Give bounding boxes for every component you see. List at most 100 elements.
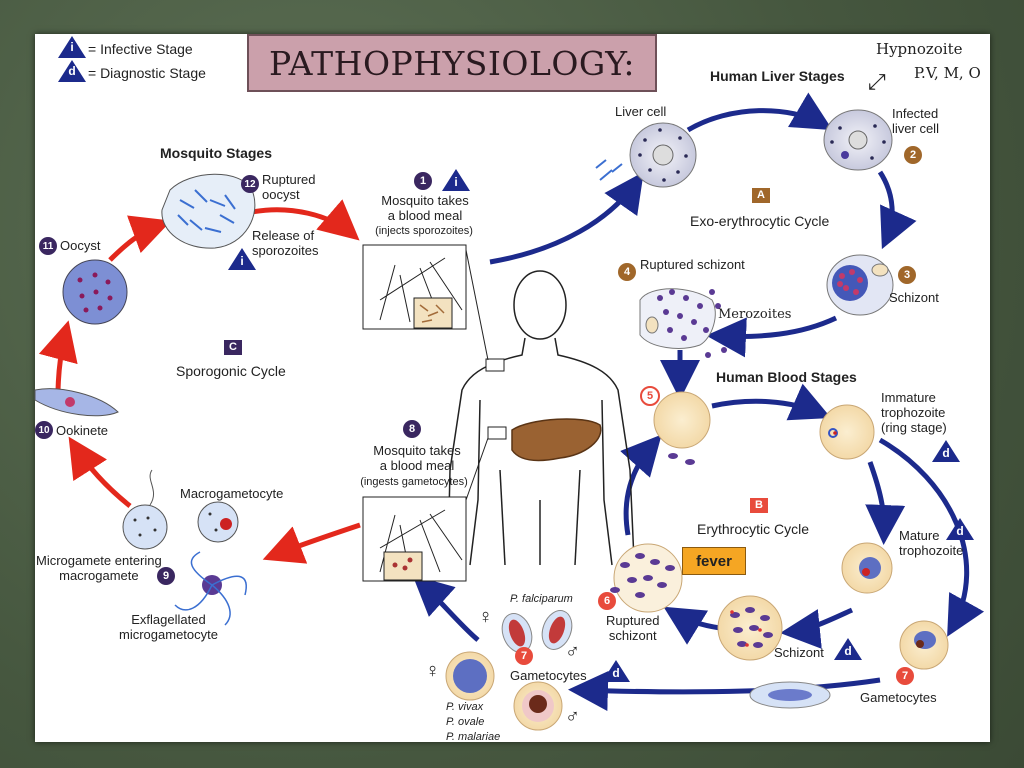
ruptured-schizont-label: Ruptured schizont — [606, 613, 660, 643]
legend-diagnostic-text: = Diagnostic Stage — [88, 65, 206, 81]
cycle-letter-b: B — [755, 499, 763, 511]
cycle-letter-a: A — [757, 189, 765, 201]
legend-diagnostic-letter: d — [68, 64, 76, 78]
microgamete-drawing — [122, 469, 168, 550]
cycle-letter-b-box — [750, 498, 768, 513]
stage-number-5: 5 — [646, 390, 654, 402]
macrogametocyte-drawing — [197, 501, 239, 543]
mature-diagnostic-letter: d — [956, 524, 964, 538]
stage-number-7-right: 7 — [901, 670, 909, 682]
gametocytes-right-label: Gametocytes — [860, 690, 937, 705]
rbc-elongated-gametocyte — [749, 681, 831, 709]
macrogametocyte-label: Macrogametocyte — [180, 486, 284, 501]
stage-number-8: 8 — [408, 423, 416, 435]
stage-number-6: 6 — [603, 595, 611, 607]
cycle-letter-c-box — [224, 340, 242, 355]
stage-number-1: 1 — [419, 175, 427, 187]
cycle-letter-c: C — [229, 341, 237, 353]
liver-stages-heading: Human Liver Stages — [710, 68, 845, 84]
falciparum-gametocytes — [501, 610, 573, 653]
cycle-letter-a-box — [752, 188, 770, 203]
legend-infective-icon — [58, 36, 86, 58]
stage-1-infective-letter: i — [454, 175, 458, 189]
infected-liver-cell-label: Infected liver cell — [892, 106, 939, 136]
ruptured-liver-schizont-label: Ruptured schizont — [640, 257, 745, 272]
liver-schizont-label: Schizont — [889, 290, 939, 305]
liver-cell-drawing — [595, 122, 697, 188]
stage-number-2: 2 — [909, 149, 917, 161]
vivax-gametocytes — [445, 651, 563, 731]
immature-trophozoite-label: Immature trophozoite (ring stage) — [881, 390, 947, 435]
blood-stages-heading: Human Blood Stages — [716, 369, 857, 385]
infected-liver-cell-drawing — [823, 109, 893, 171]
gametocyte-diagnostic-letter: d — [612, 666, 620, 680]
release-infective-icon — [228, 248, 256, 270]
erythrocytic-cycle-label: Erythrocytic Cycle — [697, 521, 810, 537]
stage-number-10: 10 — [38, 425, 50, 436]
blood-meal-top-sub: (injects sporozoites) — [375, 225, 473, 237]
liver-organ — [511, 418, 602, 462]
oocyst-label: Oocyst — [60, 238, 101, 253]
ruptured-oocyst-drawing — [161, 173, 256, 249]
p-falciparum-label: P. falciparum — [510, 593, 573, 605]
male-symbol-falciparum: ♂ — [565, 641, 580, 663]
exo-cycle-label: Exo-erythrocytic Cycle — [690, 213, 830, 229]
rbc-stage5 — [653, 391, 711, 449]
ookinete-drawing — [34, 388, 119, 417]
stage-number-3: 3 — [903, 269, 911, 281]
blood-schizont-label: Schizont — [774, 645, 824, 660]
fever-badge: fever — [682, 547, 746, 575]
mosquito-stages-heading: Mosquito Stages — [160, 145, 273, 161]
human-body — [447, 270, 635, 566]
exflagellated-label: Exflagellated microgametocyte — [119, 612, 218, 642]
rbc-schizont — [717, 595, 783, 661]
mosquito-box-bottom — [362, 496, 467, 582]
stage-number-circles — [35, 146, 922, 685]
rbc-ruptured-schizont — [610, 543, 683, 613]
ruptured-liver-schizont-drawing — [639, 288, 727, 358]
exflagellated-drawing — [174, 551, 247, 626]
ruptured-oocyst-label: Ruptured oocyst — [262, 172, 316, 202]
legend-diagnostic-icon — [58, 60, 86, 82]
p-vivax-ovale-malariae-label: P. vivax P. ovale P. malariae — [446, 701, 501, 743]
hypnozoite-title: Hypnozoite — [876, 40, 963, 58]
gametocyte-diagnostic-icon — [602, 660, 630, 682]
legend-infective-letter: i — [70, 40, 74, 54]
ookinete-label: Ookinete — [56, 423, 109, 438]
sporogonic-cycle-label: Sporogonic Cycle — [176, 363, 286, 379]
schizont-diagnostic-letter: d — [844, 644, 852, 658]
schizont-diagnostic-icon — [834, 638, 862, 660]
liver-cell-label: Liver cell — [615, 104, 667, 119]
release-infective-letter: i — [240, 254, 244, 268]
mature-trophozoite-label: Mature trophozoite — [899, 528, 964, 558]
blood-meal-bottom-label: Mosquito takes a blood meal — [373, 443, 461, 473]
hypnozoite-arrow-icon: ⤢ — [868, 69, 886, 94]
liver-schizont-drawing — [826, 254, 894, 316]
ring-diagnostic-icon — [932, 440, 960, 462]
merozoites-label: Merozoites — [718, 307, 792, 322]
stage-1-infective-icon — [442, 169, 470, 191]
female-symbol-vivax: ♀ — [425, 660, 440, 682]
blood-meal-bottom-sub: (ingests gametocytes) — [360, 476, 468, 488]
stage-number-7-left: 7 — [520, 650, 528, 662]
gametocytes-left-label: Gametocytes — [510, 668, 587, 683]
rbc-gametocyte-right — [899, 620, 949, 670]
oocyst-drawing — [62, 259, 128, 325]
rbc-ring-stage — [819, 404, 875, 460]
hypnozoite-species: P.V, M, O — [914, 64, 981, 82]
ring-diagnostic-letter: d — [942, 446, 950, 460]
legend-infective-text: = Infective Stage — [88, 41, 193, 57]
rbc-merozoite-dots — [668, 453, 695, 465]
microgamete-label: Microgamete entering macrogamete — [36, 553, 162, 583]
release-sporozoites-label: Release of sporozoites — [252, 228, 319, 258]
stage-number-11: 11 — [42, 241, 54, 252]
stage-number-9: 9 — [162, 570, 170, 582]
mosquito-cycle-arrows — [38, 199, 361, 564]
blood-meal-top-label: Mosquito takes a blood meal — [381, 193, 469, 223]
mature-diagnostic-icon — [946, 518, 974, 540]
liver-cycle-arrows — [489, 92, 917, 400]
stage-number-4: 4 — [623, 266, 631, 278]
stage-number-12: 12 — [244, 179, 256, 190]
